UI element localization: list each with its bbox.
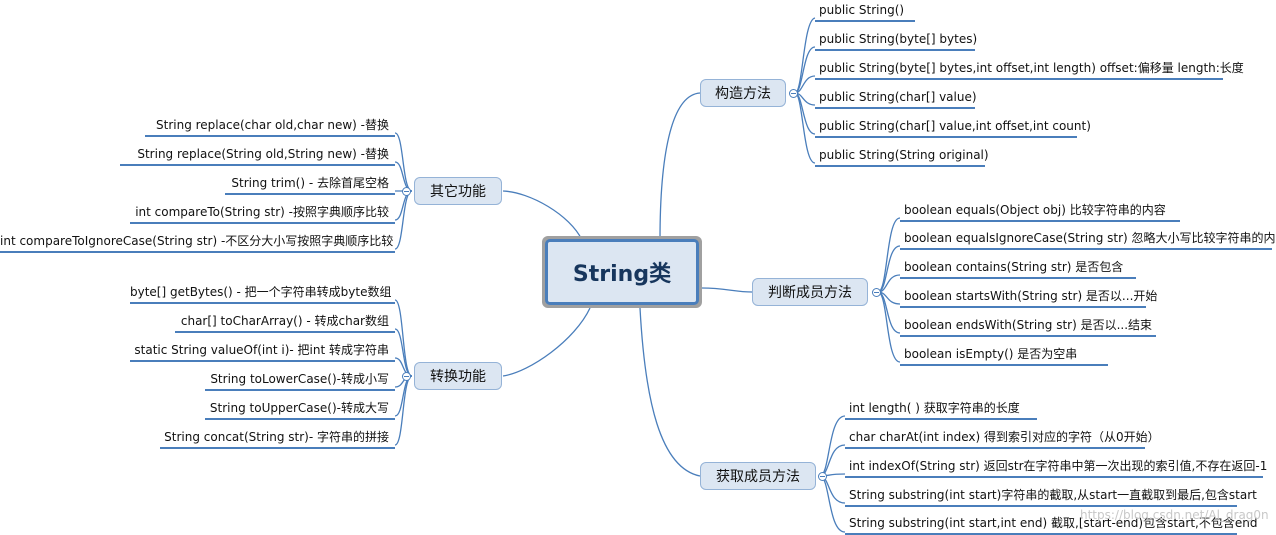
- branch-label: 获取成员方法: [716, 469, 800, 485]
- connector-other: [502, 190, 583, 241]
- connector-construct: [659, 92, 701, 241]
- leaf-judge-0[interactable]: boolean equals(Object obj) 比较字符串的内容: [900, 200, 1180, 222]
- leaf-construct-5[interactable]: public String(String original): [815, 145, 989, 167]
- branch-label: 构造方法: [715, 86, 771, 102]
- leaf-convert-1[interactable]: char[] toCharArray() - 转成char数组: [175, 311, 395, 333]
- connector-judge: [701, 287, 753, 293]
- leaf-construct-0[interactable]: public String(): [815, 0, 915, 22]
- leaf-other-2[interactable]: String trim() - 去除首尾空格: [225, 173, 395, 195]
- leaf-other-4[interactable]: int compareToIgnoreCase(String str) -不区分…: [0, 231, 395, 253]
- connector-convert: [502, 307, 591, 377]
- leaf-convert-5[interactable]: String concat(String str)- 字符串的拼接: [160, 427, 395, 449]
- leaf-judge-3[interactable]: boolean startsWith(String str) 是否以...开始: [900, 286, 1157, 308]
- branch-label: 其它功能: [430, 184, 486, 200]
- leaf-judge-1[interactable]: boolean equalsIgnoreCase(String str) 忽略大…: [900, 228, 1276, 250]
- leaf-construct-3[interactable]: public String(char[] value): [815, 87, 977, 109]
- leaf-convert-4[interactable]: String toUpperCase()-转成大写: [205, 398, 395, 420]
- connector-get: [639, 307, 701, 477]
- collapse-judge-icon[interactable]: [872, 288, 881, 297]
- collapse-other-icon[interactable]: [402, 187, 411, 196]
- branch-label: 转换功能: [430, 369, 486, 385]
- branch-judge[interactable]: 判断成员方法: [752, 278, 868, 306]
- collapse-get-icon[interactable]: [818, 472, 827, 481]
- leaf-judge-2[interactable]: boolean contains(String str) 是否包含: [900, 257, 1136, 279]
- collapse-construct-icon[interactable]: [789, 89, 798, 98]
- root-node[interactable]: String类: [542, 236, 702, 308]
- leaf-construct-2[interactable]: public String(byte[] bytes,int offset,in…: [815, 58, 1244, 80]
- leaf-other-1[interactable]: String replace(String old,String new) -替…: [120, 144, 395, 166]
- leaf-get-3[interactable]: String substring(int start)字符串的截取,从start…: [845, 485, 1257, 507]
- leaf-convert-2[interactable]: static String valueOf(int i)- 把int 转成字符串: [130, 340, 395, 362]
- leaf-construct-4[interactable]: public String(char[] value,int offset,in…: [815, 116, 1091, 138]
- leaf-get-0[interactable]: int length( ) 获取字符串的长度: [845, 398, 1037, 420]
- leaf-get-4[interactable]: String substring(int start,int end) 截取,[…: [845, 513, 1257, 535]
- leaf-judge-5[interactable]: boolean isEmpty() 是否为空串: [900, 344, 1108, 366]
- leaf-judge-4[interactable]: boolean endsWith(String str) 是否以...结束: [900, 315, 1156, 337]
- branch-convert[interactable]: 转换功能: [414, 362, 502, 390]
- leaf-other-3[interactable]: int compareTo(String str) -按照字典顺序比较: [130, 202, 395, 224]
- leaf-convert-3[interactable]: String toLowerCase()-转成小写: [205, 369, 395, 391]
- leaf-get-1[interactable]: char charAt(int index) 得到索引对应的字符（从0开始）: [845, 427, 1160, 449]
- collapse-convert-icon[interactable]: [402, 372, 411, 381]
- branch-other[interactable]: 其它功能: [414, 177, 502, 205]
- watermark-text: https://blog.csdn.net/Al_drag0n: [1080, 508, 1269, 522]
- leaf-construct-1[interactable]: public String(byte[] bytes): [815, 29, 977, 51]
- leaf-get-2[interactable]: int indexOf(String str) 返回str在字符串中第一次出现的…: [845, 456, 1267, 478]
- branch-get[interactable]: 获取成员方法: [700, 462, 816, 490]
- branch-construct[interactable]: 构造方法: [700, 79, 786, 107]
- leaf-other-0[interactable]: String replace(char old,char new) -替换: [145, 115, 395, 137]
- branch-label: 判断成员方法: [768, 285, 852, 301]
- leaf-convert-0[interactable]: byte[] getBytes() - 把一个字符串转成byte数组: [130, 282, 395, 304]
- root-label: String类: [572, 262, 672, 287]
